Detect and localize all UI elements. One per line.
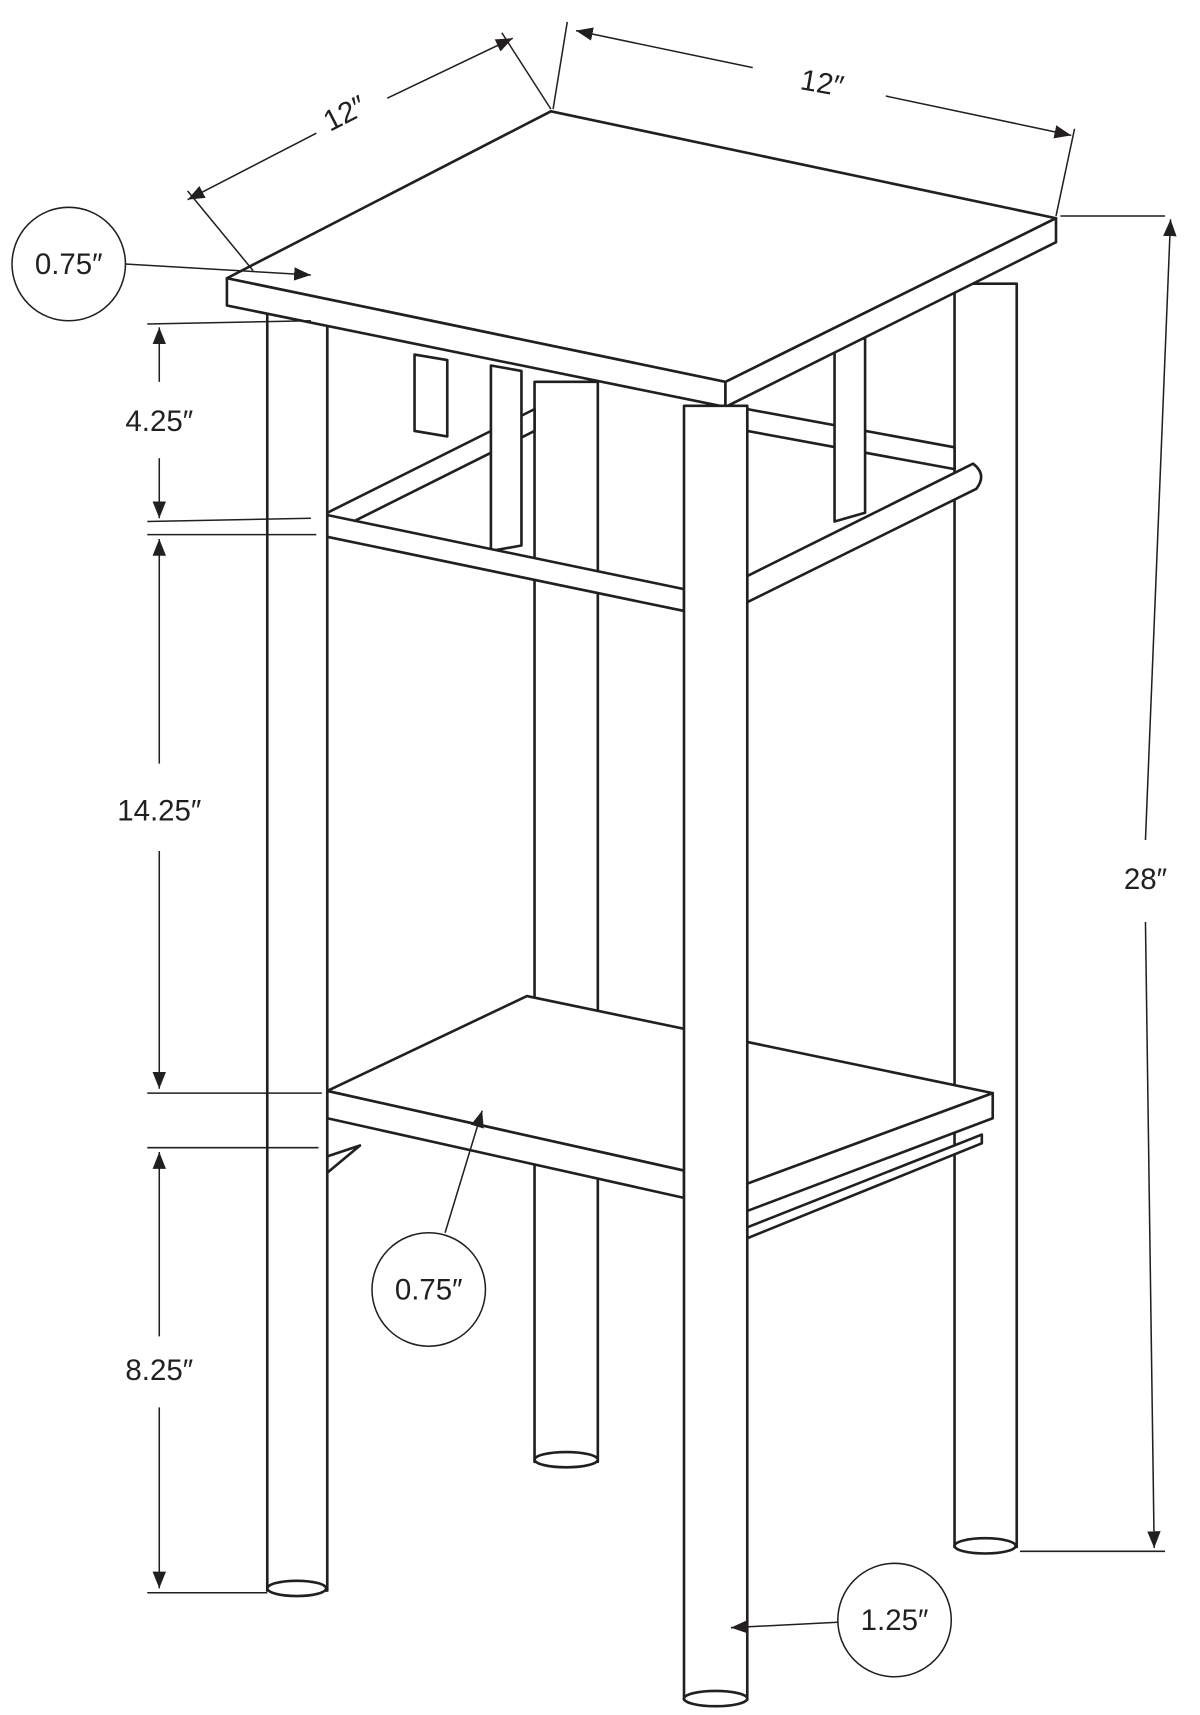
side-rail (745, 462, 983, 604)
apron-height-label: 4.25″ (125, 405, 193, 438)
table-top (225, 110, 1058, 409)
width-label: 12″ (798, 63, 846, 103)
lower-shelf (325, 994, 995, 1240)
shelf-to-floor-label: 8.25″ (125, 1354, 193, 1387)
depth-label: 12″ (318, 89, 371, 138)
vertical-dimensions-left: 4.25″ 14.25″ 8.25″ (117, 320, 322, 1594)
back-leg (533, 380, 600, 1469)
shelf-thickness-label: 0.75″ (395, 1273, 463, 1306)
top-thickness-callout: 0.75″ (11, 206, 311, 322)
left-leg (265, 306, 329, 1598)
leg-diameter-callout: 1.25″ (730, 1562, 953, 1678)
width-dimension: 12″ (552, 21, 1076, 217)
total-height-dimension: 28″ (1019, 215, 1177, 1553)
leg-diameter-label: 1.25″ (861, 1604, 929, 1637)
shelf-thickness-callout: 0.75″ (371, 1110, 487, 1347)
top-thickness-label: 0.75″ (35, 248, 103, 281)
shelf-gap-label: 14.25″ (117, 794, 201, 827)
total-height-label: 28″ (1124, 863, 1167, 896)
front-leg (682, 404, 749, 1708)
